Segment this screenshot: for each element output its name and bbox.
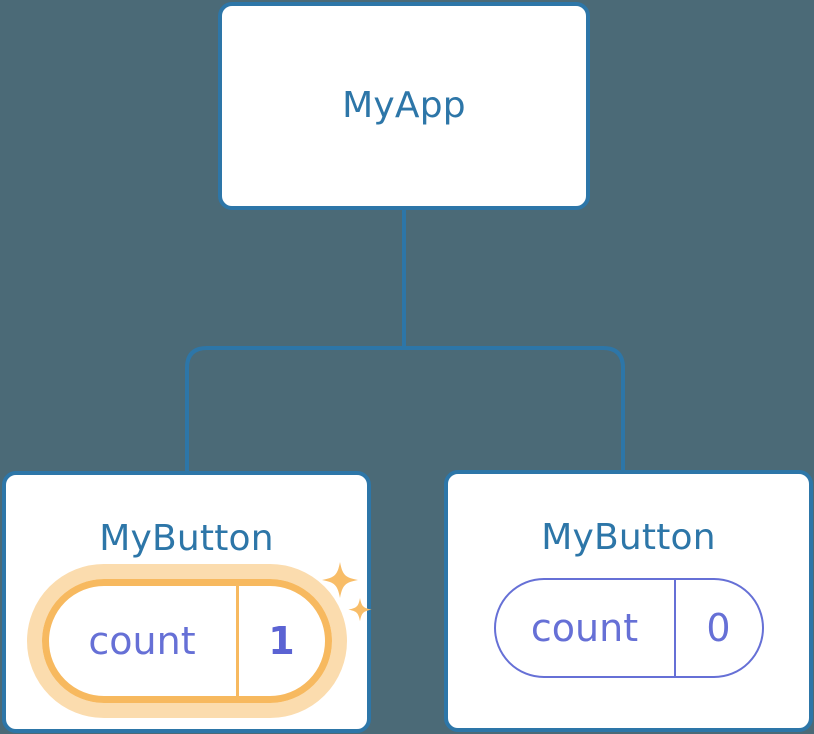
state-pill-0[interactable]: count 1 xyxy=(41,579,332,703)
node-child-1[interactable]: MyButton count 0 xyxy=(444,470,813,732)
node-child-0[interactable]: MyButton count 1 xyxy=(2,471,371,733)
node-root[interactable]: MyApp xyxy=(218,2,590,210)
node-child-1-label: MyButton xyxy=(541,517,716,558)
node-child-0-label: MyButton xyxy=(99,518,274,559)
state-key-0: count xyxy=(88,619,196,663)
state-pill-wrapper-1: count 0 xyxy=(493,578,764,678)
state-divider-0 xyxy=(235,586,239,696)
state-pill-wrapper-0: count 1 xyxy=(26,564,347,718)
state-pill-1[interactable]: count 0 xyxy=(493,578,764,678)
state-value-1: 0 xyxy=(706,606,731,650)
state-key-1: count xyxy=(530,606,639,650)
connector-child-bus xyxy=(185,346,625,478)
node-root-label: MyApp xyxy=(342,85,466,126)
state-value-0: 1 xyxy=(268,619,295,663)
state-divider-1 xyxy=(673,580,676,676)
